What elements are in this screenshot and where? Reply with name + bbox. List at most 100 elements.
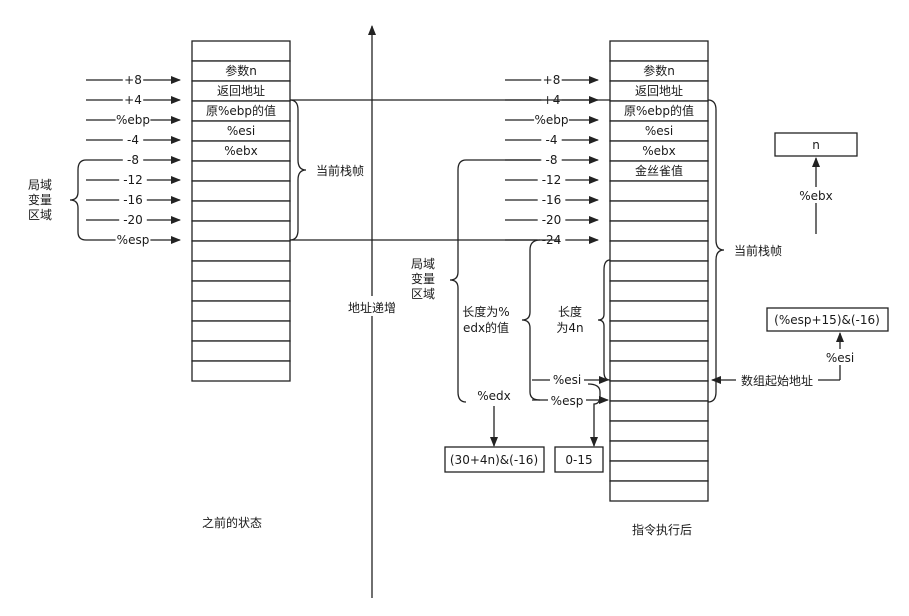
before-offset-label-bg [122,152,144,168]
before-stack-cell [191,160,291,182]
after-stack-cell-label: 返回地址 [635,84,683,98]
after-stack-cell [609,320,709,342]
before-offset-label: -16 [123,193,143,207]
after-offset-label: -20 [542,213,562,227]
before-offset-label-bg [122,92,144,108]
esi-formula-box-text: (%esp+15)&(-16) [774,313,880,327]
after-edx-label-2: edx的值 [463,320,509,335]
after-edx-brace [521,239,541,401]
before-stack-cell [191,360,291,382]
before-offset-label-bg [119,172,147,188]
before-stack-cell [191,300,291,322]
after-stack-cell [609,400,709,422]
before-locals-label-2: 变量 [28,192,52,207]
after-stack-cell [609,300,709,322]
before-offset-label-bg [115,112,151,128]
before-offset-label-bg [122,132,144,148]
before-stack-cell [191,240,291,262]
before-caption: 之前的状态 [202,515,262,530]
after-stack-cell [609,240,709,262]
after-stack-cell [609,40,709,62]
after-stack-cell [609,280,709,302]
before-offset-label-bg [122,72,144,88]
after-esi-label: %esi [553,373,581,387]
before-offset-label: %ebp [116,113,150,127]
after-esp-label-bg [548,393,586,408]
before-locals-label-1: 局域 [28,178,52,192]
before-stack-cell-label: %ebx [224,144,258,158]
axis-label-bg [336,296,408,316]
before-stack-cell-label: %esi [227,124,255,138]
edx-result-box [444,446,545,473]
after-offset-label: -16 [542,193,562,207]
after-offset-label-bg [534,112,569,128]
after-locals-label-3: 区域 [411,287,435,301]
n-box [774,132,858,157]
after-stack-cell-label: %ebx [642,144,676,158]
after-offset-label-bg [541,72,562,88]
after-esi-label-bg [550,372,584,387]
before-locals-label-3: 区域 [28,208,52,222]
arrows-after: +8+4%ebp-4-8-12-16-20-24 [505,72,599,248]
after-stack-cell [609,220,709,242]
after-stack-cell [609,380,709,402]
before-stack-cell [191,280,291,302]
after-offset-label-bg [537,212,566,228]
before-stack-cell [191,220,291,242]
after-locals-label-1: 局域 [411,257,435,271]
after-stack-cell [609,340,709,362]
after-4n-brace [597,259,611,381]
after-stack-cell [609,180,709,202]
before-frame-brace [289,99,307,241]
before-stack-cell [191,260,291,282]
after-caption: 指令执行后 [632,522,692,537]
range-box [554,446,604,473]
before-offset-label: +4 [124,93,142,107]
before-stack-cell-label: 参数n [225,63,257,78]
after-frame-brace [707,99,725,403]
after-locals-label-2: 变量 [411,271,435,286]
axis-label: 地址递增 [348,301,396,315]
after-stack-cell [609,440,709,462]
before-stack-cell [191,180,291,202]
n-box-text: n [812,138,820,152]
after-4n-label-1: 长度 [558,304,582,319]
after-offset-label: -12 [542,173,562,187]
after-offset-label: +8 [543,73,561,87]
before-offset-label: -20 [123,213,143,227]
before-offset-label: -12 [123,173,143,187]
arrows-before: +8+4%ebp-4-8-12-16-20%esp [86,72,181,248]
side-esi-label-bg [822,349,858,365]
after-stack-cell-label: 参数n [643,63,675,78]
after-offset-label: %ebp [534,113,568,127]
before-offset-label: %esp [117,233,150,247]
after-offset-label-bg [541,132,562,148]
before-frame-label: 当前栈帧 [316,163,364,178]
after-stack-cell [609,360,709,382]
before-stack-cell [191,40,291,62]
after-stack-cell-label: 原%ebp的值 [624,103,694,118]
after-edx-pointer-label: %edx [477,389,511,403]
before-stack-cell [191,340,291,362]
after-stack-cell [609,480,709,502]
before-stack-cell [191,200,291,222]
before-stack-cell-label: 原%ebp的值 [206,103,276,118]
after-stack-cell [609,260,709,282]
after-frame-label: 当前栈帧 [734,243,782,258]
before-offset-label: -4 [127,133,139,147]
after-stack-cell-label: %esi [645,124,673,138]
after-offset-label-bg [537,172,566,188]
array-start-label-bg [736,372,818,388]
range-box-text: 0-15 [565,453,592,467]
edx-result-box-text: (30+4n)&(-16) [450,453,538,467]
before-stack-cell [191,320,291,342]
side-ebx-label-bg [796,187,836,203]
array-start-label-text: 数组起始地址 [741,373,813,388]
before-offset-label-bg [119,192,147,208]
after-locals-brace [449,159,540,403]
after-offset-label: -8 [546,153,558,167]
before-offset-label-bg [115,232,151,248]
after-offset-label-bg [541,152,562,168]
before-stack-cell-label: 返回地址 [217,84,265,98]
